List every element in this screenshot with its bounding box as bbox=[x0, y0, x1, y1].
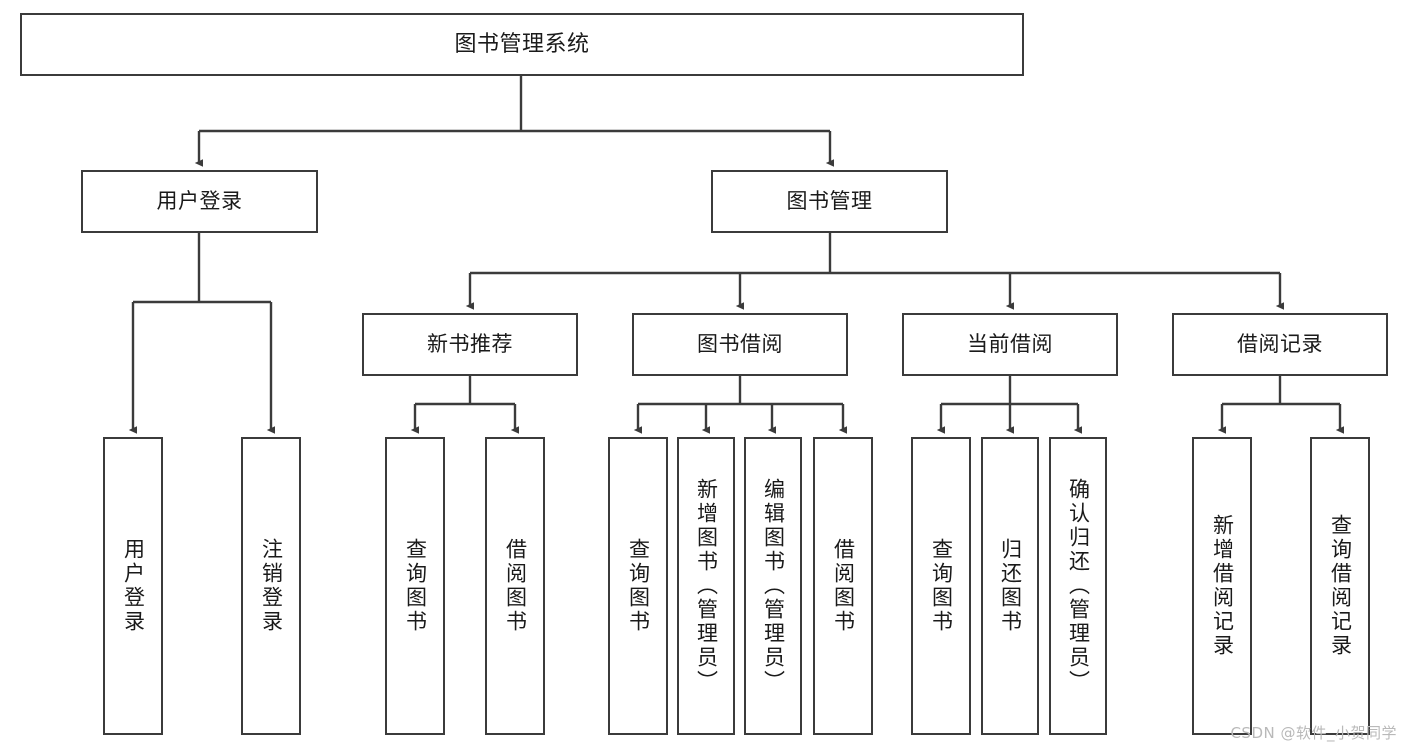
node-label: 新增图书（管理员） bbox=[694, 478, 719, 694]
leaf-records-query-record[interactable]: 查询借阅记录 bbox=[1310, 437, 1370, 735]
leaf-borrow-edit-book-admin[interactable]: 编辑图书（管理员） bbox=[744, 437, 802, 735]
node-root-book-management-system[interactable]: 图书管理系统 bbox=[20, 13, 1024, 76]
node-label: 编辑图书（管理员） bbox=[761, 478, 786, 694]
node-label: 确认归还（管理员） bbox=[1066, 478, 1091, 694]
leaf-user-login-signin[interactable]: 用户登录 bbox=[103, 437, 163, 735]
leaf-current-query-book[interactable]: 查询图书 bbox=[911, 437, 971, 735]
node-label: 查询借阅记录 bbox=[1328, 514, 1353, 658]
node-label: 查询图书 bbox=[403, 538, 428, 634]
node-label: 用户登录 bbox=[156, 189, 243, 214]
leaf-new-book-borrow[interactable]: 借阅图书 bbox=[485, 437, 545, 735]
node-label: 图书管理系统 bbox=[454, 31, 590, 57]
node-new-book-recommendation[interactable]: 新书推荐 bbox=[362, 313, 578, 376]
node-current-borrowing[interactable]: 当前借阅 bbox=[902, 313, 1118, 376]
node-borrowing-records[interactable]: 借阅记录 bbox=[1172, 313, 1388, 376]
node-label: 注销登录 bbox=[259, 538, 284, 634]
node-label: 归还图书 bbox=[998, 538, 1023, 634]
node-label: 图书借阅 bbox=[697, 332, 783, 357]
node-label: 当前借阅 bbox=[967, 332, 1053, 357]
node-label: 借阅图书 bbox=[503, 538, 528, 634]
node-label: 新书推荐 bbox=[427, 332, 513, 357]
node-label: 借阅记录 bbox=[1237, 332, 1323, 357]
node-label: 新增借阅记录 bbox=[1210, 514, 1235, 658]
leaf-user-login-signout[interactable]: 注销登录 bbox=[241, 437, 301, 735]
leaf-new-book-query[interactable]: 查询图书 bbox=[385, 437, 445, 735]
leaf-borrow-query-book[interactable]: 查询图书 bbox=[608, 437, 668, 735]
node-label: 借阅图书 bbox=[831, 538, 856, 634]
node-book-management[interactable]: 图书管理 bbox=[711, 170, 948, 233]
node-label: 用户登录 bbox=[121, 538, 146, 634]
leaf-current-return-book[interactable]: 归还图书 bbox=[981, 437, 1039, 735]
leaf-borrow-borrow-book[interactable]: 借阅图书 bbox=[813, 437, 873, 735]
node-book-borrowing[interactable]: 图书借阅 bbox=[632, 313, 848, 376]
node-label: 查询图书 bbox=[626, 538, 651, 634]
leaf-current-confirm-return-admin[interactable]: 确认归还（管理员） bbox=[1049, 437, 1107, 735]
leaf-records-add-record[interactable]: 新增借阅记录 bbox=[1192, 437, 1252, 735]
leaf-borrow-add-book-admin[interactable]: 新增图书（管理员） bbox=[677, 437, 735, 735]
node-user-login[interactable]: 用户登录 bbox=[81, 170, 318, 233]
node-label: 查询图书 bbox=[929, 538, 954, 634]
node-label: 图书管理 bbox=[786, 189, 873, 214]
csdn-watermark: CSDN @软件_小贺同学 bbox=[1230, 724, 1397, 742]
